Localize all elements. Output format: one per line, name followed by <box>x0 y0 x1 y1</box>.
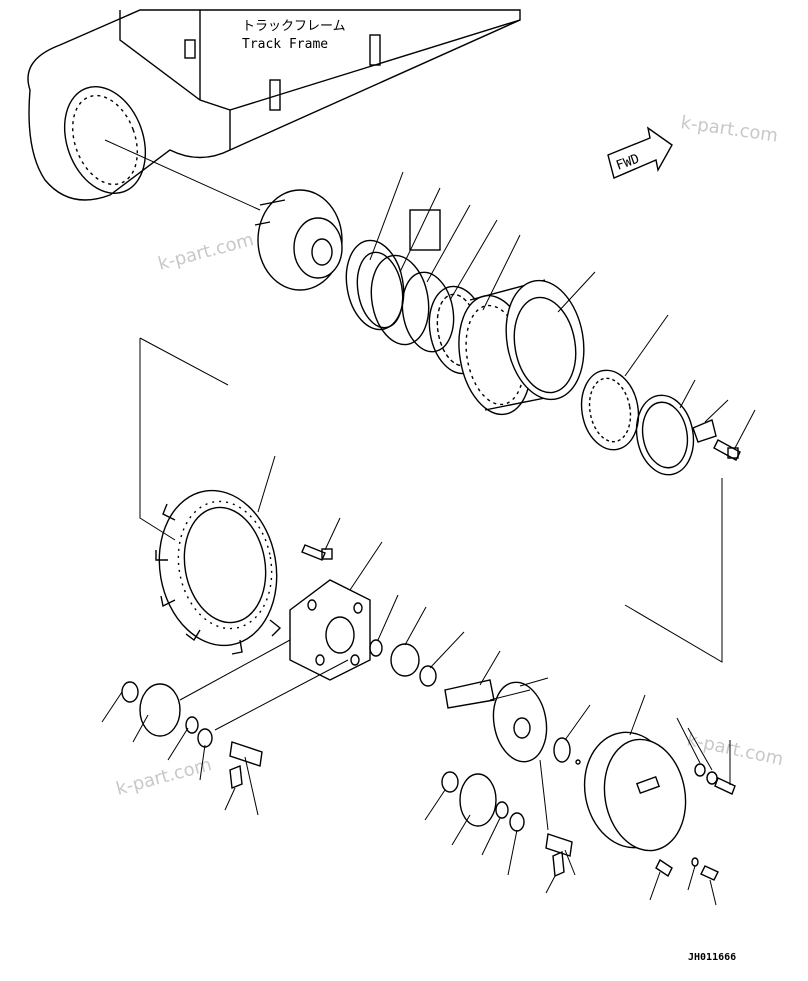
track-frame <box>27 9 521 211</box>
planet-carrier-2 <box>492 681 581 765</box>
bearing-ring <box>580 369 695 476</box>
fwd-arrow: FWD <box>607 126 673 179</box>
hub-housing <box>458 279 585 416</box>
watermark-1: k-part.com <box>679 112 779 146</box>
sprocket-bolt <box>301 544 333 561</box>
watermark-2: k-part.com <box>156 229 256 275</box>
fwd-label: FWD <box>614 152 641 174</box>
planet-carrier-1 <box>289 579 371 681</box>
assembly-guide-lines <box>139 337 723 831</box>
lower-middle-gear-set <box>441 771 573 878</box>
cover-bolts <box>655 763 736 881</box>
cover <box>583 731 687 852</box>
lock-plate-bolt <box>692 419 741 461</box>
track-frame-label-jp: トラックフレーム <box>242 19 346 34</box>
watermark-3: k-part.com <box>114 754 214 800</box>
track-frame-label-en: Track Frame <box>242 37 328 52</box>
drawing-code: JH011666 <box>688 952 736 963</box>
leader-lines <box>101 171 756 906</box>
travel-motor <box>254 189 343 291</box>
planet-gear-set <box>369 639 495 709</box>
sprocket <box>155 489 282 655</box>
